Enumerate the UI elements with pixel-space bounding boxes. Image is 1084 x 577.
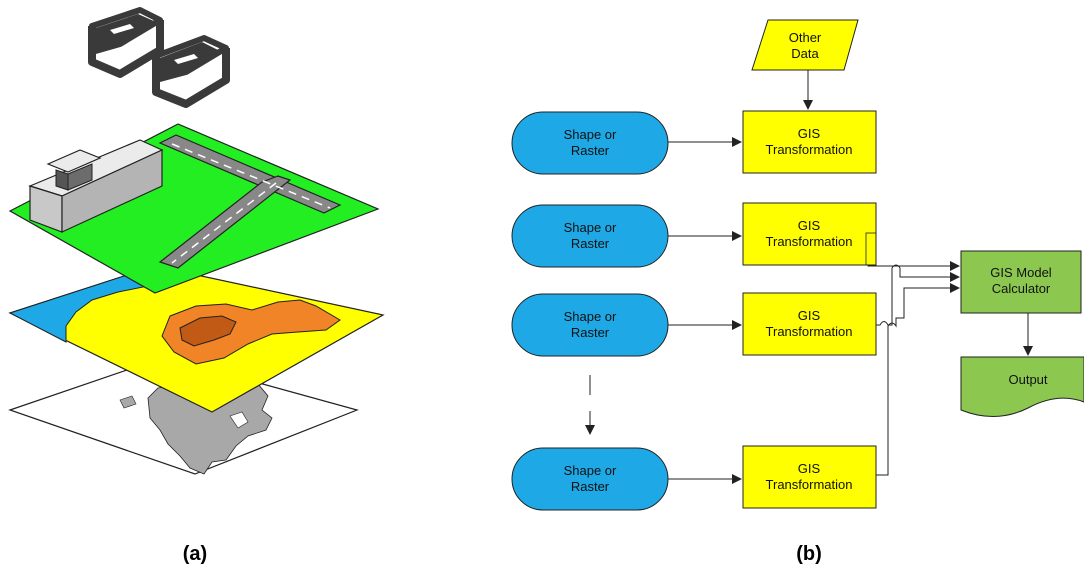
other-data-shape [751,19,859,71]
source-shape [511,293,669,357]
model-label-line1: GIS Model [990,265,1052,280]
model-label-line2: Calculator [992,281,1051,296]
transform-shape [742,292,877,356]
transform-node-1: GIS Transformation [742,110,877,174]
source-label-line2: Raster [571,236,610,251]
transform-label-line1: GIS [798,126,821,141]
panel-b-caption: (b) [796,543,822,565]
source-node-3: Shape or Raster [511,293,669,357]
source-node-4: Shape or Raster [511,447,669,511]
source-node-2: Shape or Raster [511,204,669,268]
contour-inner [179,315,237,347]
transform-label-line2: Transformation [766,477,853,492]
transform-label-line2: Transformation [766,142,853,157]
transform-shape [742,110,877,174]
output-label: Output [1008,372,1047,387]
runway-icon [158,134,342,269]
transform-shape [742,445,877,509]
transform-label-line1: GIS [798,461,821,476]
contour-outer [161,299,341,365]
transform-label-line1: GIS [798,218,821,233]
source-shape [511,204,669,268]
source-label-line2: Raster [571,325,610,340]
source-label-line2: Raster [571,479,610,494]
terrain-layer [8,265,385,413]
transform-shape [742,202,877,266]
model-node: GIS Model Calculator [960,250,1082,314]
book-icon [88,7,164,78]
transform-label-line1: GIS [798,308,821,323]
map-island-icon [229,411,249,429]
edge-transform-3-to-model [876,264,960,326]
source-shape [511,447,669,511]
flowchart-edges [585,70,1033,484]
panel-b-flowchart: Other Data Shape or Raster Shape or Rast… [511,19,1084,565]
panel-a-caption: (a) [183,543,207,565]
source-label-line1: Shape or [564,127,617,142]
map-island-icon [119,395,137,409]
transform-label-line2: Transformation [766,324,853,339]
panel-a-illustration: (a) [8,7,385,565]
other-data-label-line1: Other [789,30,822,45]
output-node: Output [960,356,1084,418]
other-data-node: Other Data [751,19,859,71]
model-shape [960,250,1082,314]
map-layer [8,356,359,475]
transform-label-line2: Transformation [766,234,853,249]
edge-transform-2-to-model [867,231,960,271]
source-shape [511,111,669,175]
book-icon [152,35,230,108]
other-data-label-line2: Data [791,46,819,61]
source-label-line1: Shape or [564,463,617,478]
source-label-line2: Raster [571,143,610,158]
transform-port [865,232,877,266]
output-shape [960,356,1084,418]
infrastructure-layer [8,123,380,294]
source-node-1: Shape or Raster [511,111,669,175]
transform-node-3: GIS Transformation [742,292,877,356]
building-icon [28,139,164,233]
source-label-line1: Shape or [564,220,617,235]
edge-transform-4-to-model [876,283,960,476]
transform-node-4: GIS Transformation [742,445,877,509]
transform-node-2: GIS Transformation [742,202,877,266]
source-label-line1: Shape or [564,309,617,324]
